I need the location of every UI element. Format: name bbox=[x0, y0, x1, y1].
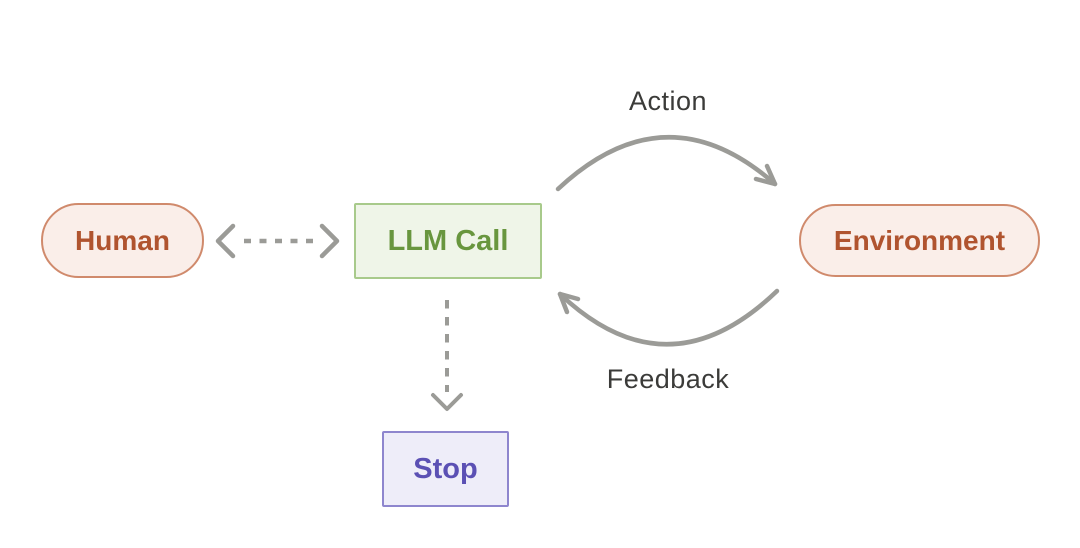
chevron-right-icon bbox=[319, 223, 340, 259]
llm-stop-dashed-arrow bbox=[431, 300, 463, 411]
feedback-arrow bbox=[557, 288, 780, 347]
node-llm-call-label: LLM Call bbox=[387, 224, 509, 257]
node-environment-label: Environment bbox=[833, 224, 1006, 256]
node-human: Human bbox=[41, 203, 204, 278]
node-stop: Stop bbox=[382, 431, 509, 507]
chevron-down-icon bbox=[431, 393, 463, 411]
human-llm-dashed-double-arrow bbox=[215, 223, 340, 259]
node-environment: Environment bbox=[799, 204, 1040, 277]
chevron-left-icon bbox=[215, 223, 236, 259]
edge-label-feedback: Feedback bbox=[606, 364, 730, 394]
action-arrow bbox=[555, 135, 778, 192]
node-llm-call: LLM Call bbox=[354, 203, 542, 279]
node-human-label: Human bbox=[75, 224, 170, 256]
node-stop-label: Stop bbox=[413, 452, 478, 485]
arrowhead-left-icon bbox=[557, 291, 581, 315]
arrowhead-right-icon bbox=[753, 163, 778, 187]
edge-label-action: Action bbox=[628, 86, 708, 116]
